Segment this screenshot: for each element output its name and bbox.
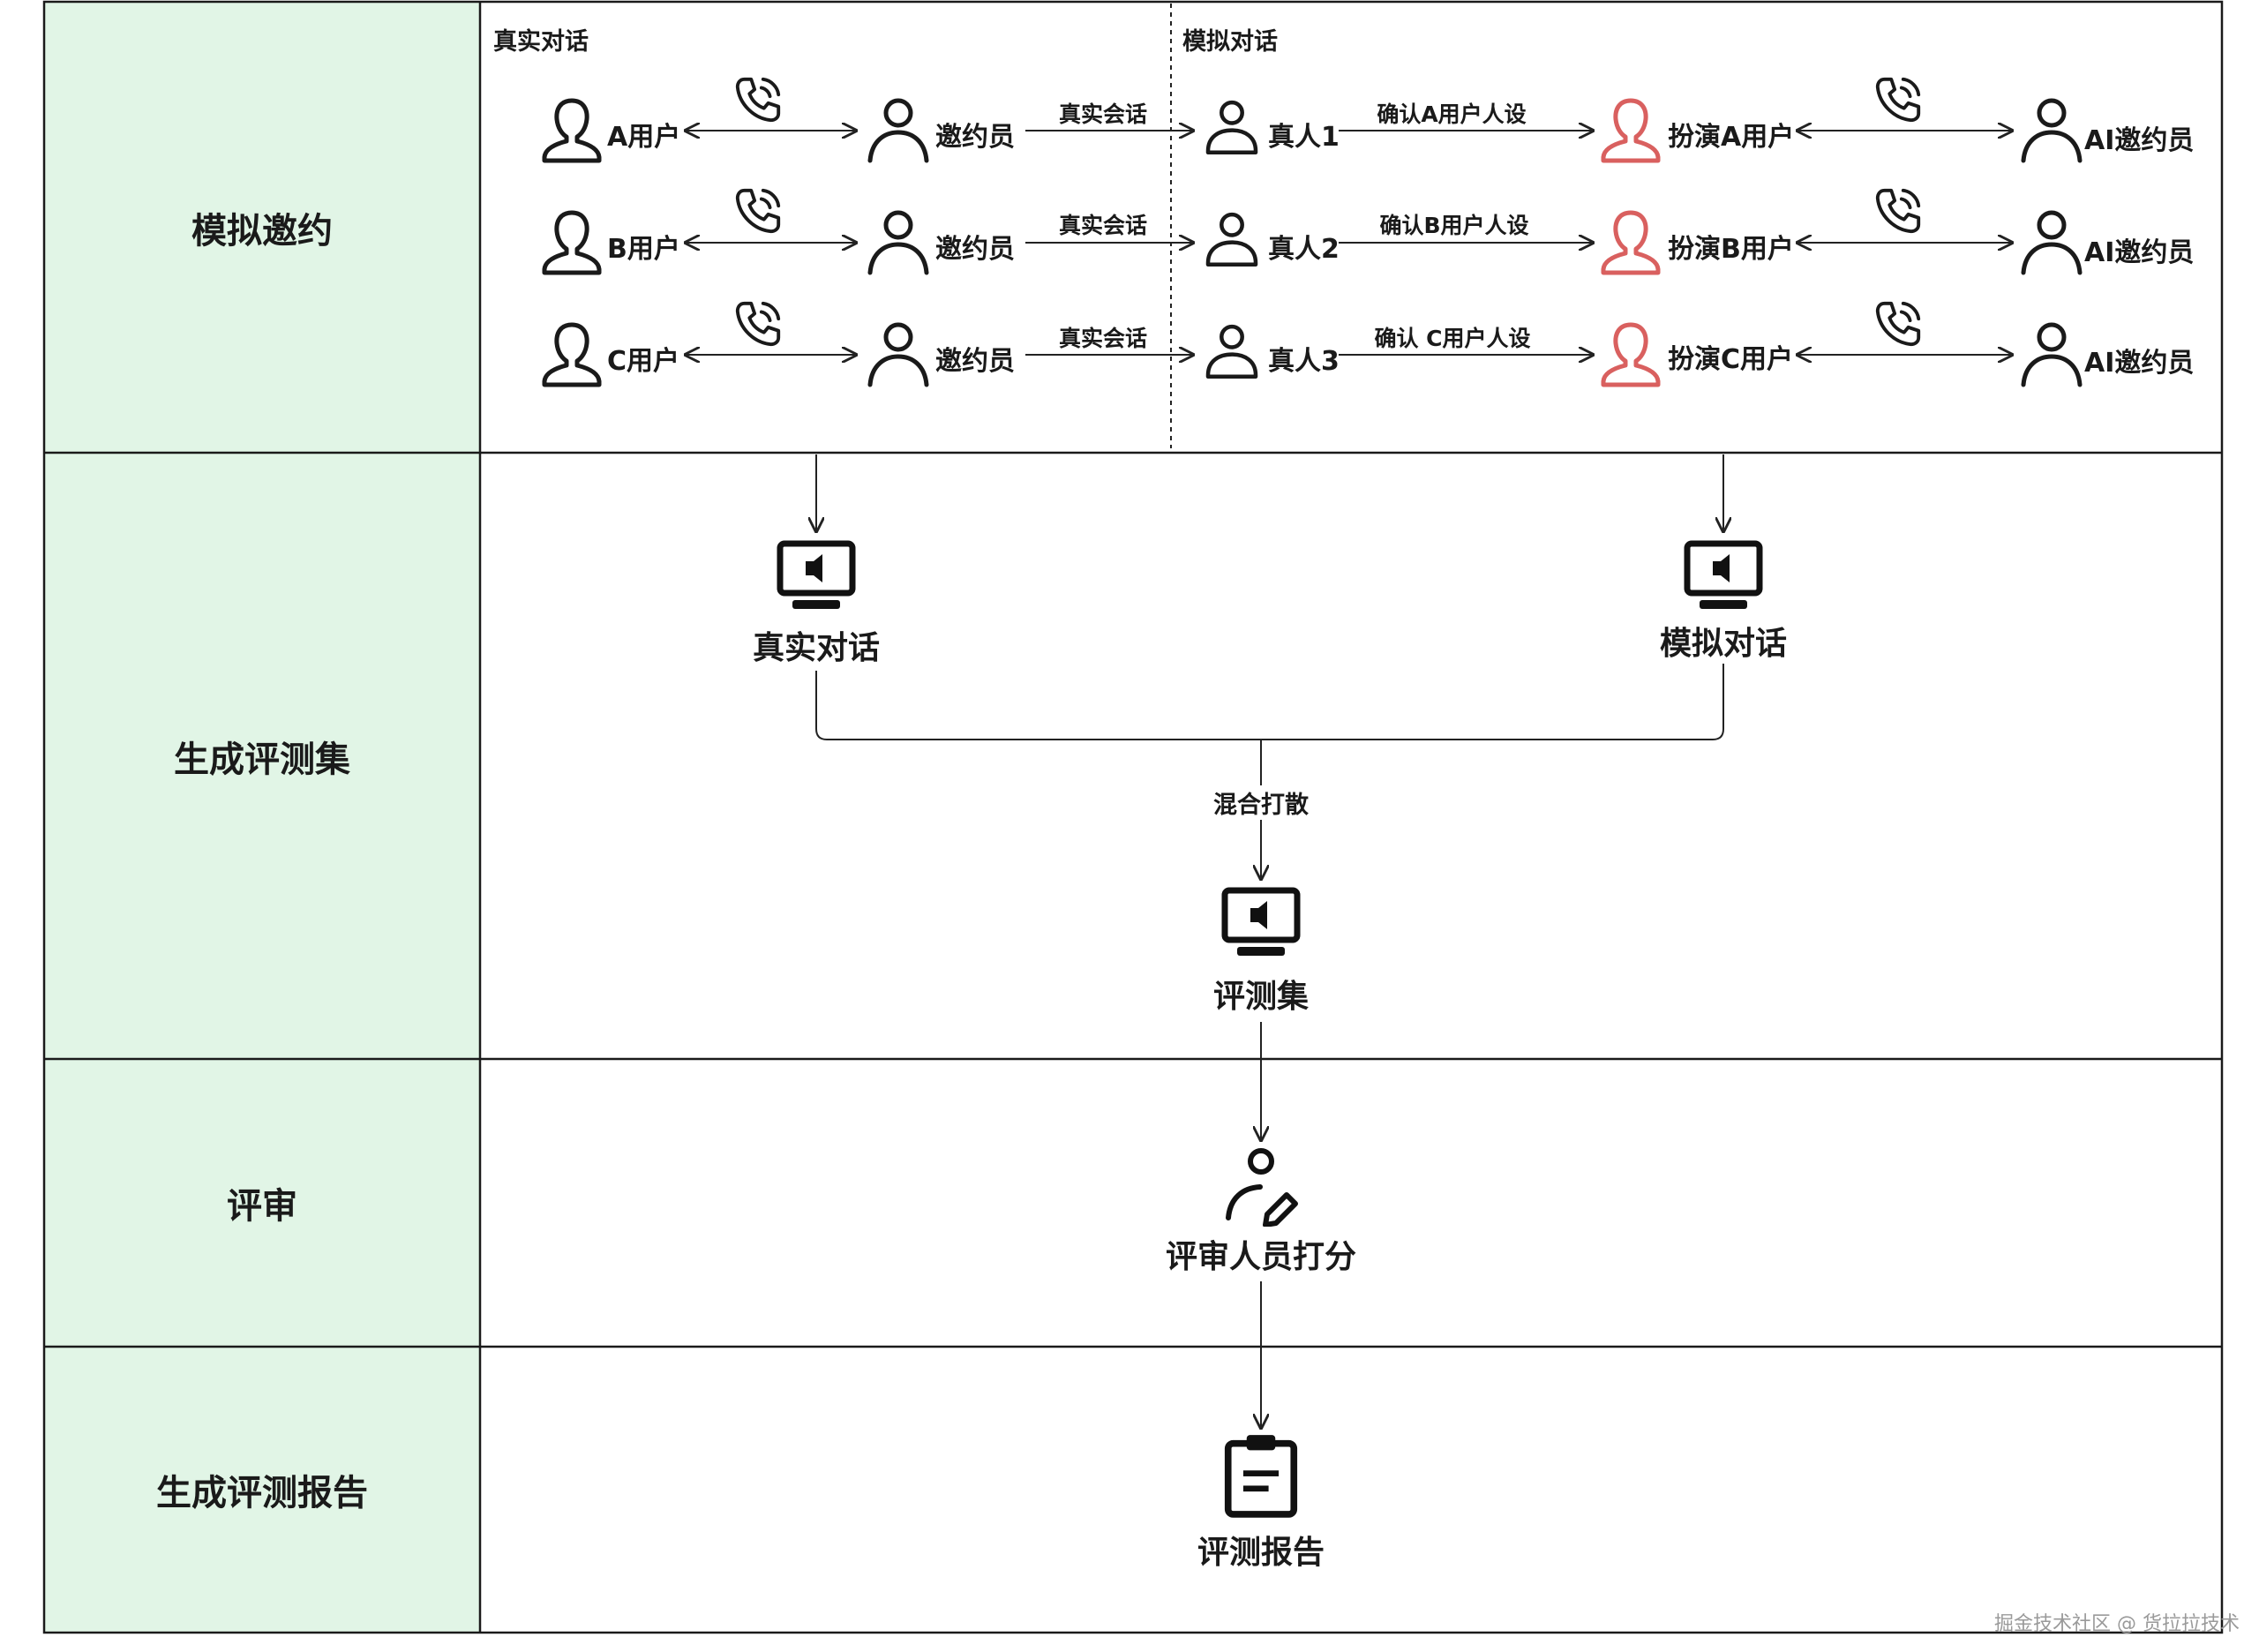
reviewer-scoring-label: 评审人员打分 — [1165, 1239, 1357, 1275]
lane-label-generate-evalset: 生成评测集 — [174, 739, 350, 780]
confirm-persona-label: 确认 C用户人设 — [1374, 326, 1531, 351]
real-session-label: 真实会话 — [1058, 101, 1148, 127]
lane-header-bg — [44, 2, 480, 1633]
real-session-label: 真实会话 — [1058, 326, 1148, 351]
ai-inviter-label: AI邀约员 — [2084, 348, 2195, 379]
eval-report-label: 评测报告 — [1197, 1535, 1325, 1571]
human-label: 真人1 — [1268, 122, 1340, 153]
lane-grid — [42, 0, 2224, 1634]
ai-inviter-label: AI邀约员 — [2084, 125, 2195, 156]
watermark: 掘金技术社区 @ 货拉拉技术 — [1994, 1613, 2240, 1635]
roleplay-user-label: 扮演C用户 — [1668, 344, 1794, 375]
sim-dialogue-section-title: 模拟对话 — [1182, 28, 1278, 56]
evalset-node-label: 评测集 — [1212, 979, 1310, 1015]
human-label: 真人2 — [1268, 234, 1340, 265]
user-label: C用户 — [607, 346, 680, 377]
ai-inviter-label: AI邀约员 — [2084, 237, 2195, 268]
invite-arrows — [686, 131, 2012, 355]
user-label: A用户 — [607, 122, 681, 153]
confirm-persona-label: 确认A用户人设 — [1377, 101, 1527, 127]
real-dialogue-node-label: 真实对话 — [752, 630, 881, 666]
lane-label-simulated-invite: 模拟邀约 — [191, 210, 333, 252]
inviter-label: 邀约员 — [935, 122, 1015, 153]
sim-dialogue-node-label: 模拟对话 — [1659, 626, 1788, 662]
real-session-label: 真实会话 — [1058, 213, 1148, 238]
roleplay-user-label: 扮演B用户 — [1668, 234, 1794, 265]
inviter-label: 邀约员 — [935, 234, 1015, 265]
roleplay-user-label: 扮演A用户 — [1668, 122, 1795, 153]
user-label: B用户 — [607, 234, 680, 265]
inviter-label: 邀约员 — [935, 346, 1015, 377]
lane-label-generate-report: 生成评测报告 — [156, 1473, 368, 1513]
confirm-persona-label: 确认B用户人设 — [1379, 213, 1529, 238]
human-label: 真人3 — [1268, 346, 1340, 377]
merge-shuffle-label: 混合打散 — [1212, 785, 1310, 820]
real-dialogue-section-title: 真实对话 — [493, 28, 589, 56]
lane-label-review: 评审 — [227, 1186, 297, 1227]
